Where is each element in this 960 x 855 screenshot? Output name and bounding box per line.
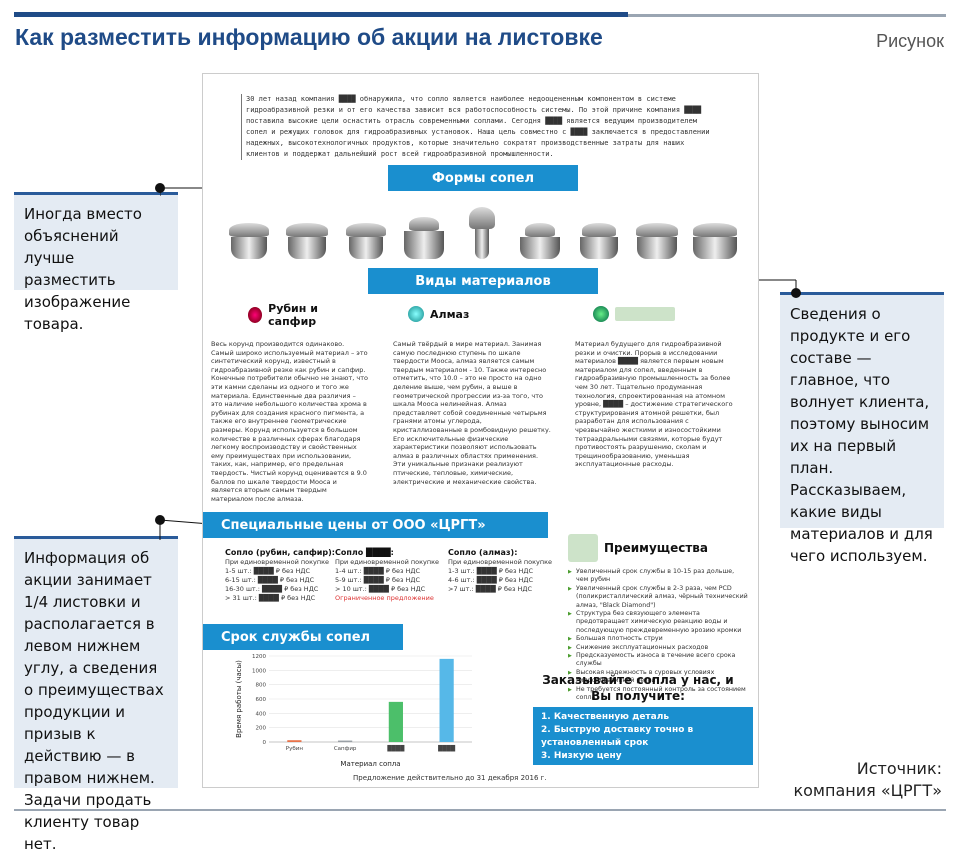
y-tick-label: 600 — [256, 697, 267, 703]
connector-dot — [155, 183, 165, 193]
y-axis-label: Время работы (часы) — [235, 660, 243, 738]
material-text: Самый твёрдый в мире материал. Занимая с… — [393, 340, 551, 486]
x-tick-label: ████ — [437, 744, 456, 752]
x-tick-label: ████ — [386, 744, 405, 752]
diamond-gem-icon — [408, 306, 424, 322]
material-heading — [593, 306, 675, 322]
bar — [388, 701, 403, 742]
bar — [439, 658, 454, 742]
list-item: Большая плотность струи — [568, 635, 748, 644]
price-block: Сопло (алмаз): При единовременной покупк… — [448, 548, 553, 593]
bar — [338, 740, 353, 742]
y-tick-label: 800 — [256, 683, 267, 689]
bottom-rule — [14, 809, 946, 811]
material-heading: Алмаз — [408, 306, 469, 322]
note-right: Сведения о продукте и его составе — глав… — [780, 292, 944, 565]
bar — [287, 740, 302, 742]
list-item: Увеличенный срок службы в 2-3 раза, чем … — [568, 585, 748, 610]
connector-dot — [791, 288, 801, 298]
list-item: Не требуется постоянный контроль за сост… — [568, 686, 748, 703]
list-item: Увеличенный срок службы в 10-15 раз доль… — [568, 568, 748, 585]
cta-box: 1. Качественную деталь 2. Быструю достав… — [533, 707, 753, 765]
note-left-bottom: Информация об акции занимает 1/4 листовк… — [14, 536, 178, 853]
cta-item: 3. Низкую цену — [541, 751, 622, 761]
advantages: Преимущества Увеличенный срок службы в 1… — [568, 534, 748, 703]
green-gem-icon — [593, 306, 609, 322]
material-text: Материал будущего для гидроабразивной ре… — [575, 340, 733, 469]
price-block: Сопло ████: При единовременной покупке 1… — [335, 548, 440, 602]
cta-item: 1. Качественную деталь — [541, 712, 670, 722]
top-rule-accent — [14, 12, 628, 17]
figure-label: Рисунок — [876, 31, 944, 51]
list-item: Структура без связующего элемента предот… — [568, 610, 748, 635]
cta-item: 2. Быструю доставку точно в установленны… — [541, 725, 694, 748]
nozzle-image — [693, 223, 737, 259]
nozzle-images — [227, 204, 737, 259]
validity-note: Предложение действительно до 31 декабря … — [353, 774, 547, 782]
y-tick-label: 1000 — [252, 668, 266, 674]
nozzle-image — [577, 223, 621, 259]
leaflet: 30 лет назад компания ████ обнаружила, ч… — [202, 73, 759, 788]
intro-text: 30 лет назад компания ████ обнаружила, ч… — [241, 94, 711, 160]
nozzle-image — [635, 223, 679, 259]
list-item: Снижение эксплуатационных расходов — [568, 644, 748, 653]
brand-logo-blurred — [568, 534, 598, 562]
cta-heading: Заказывайте сопла у нас, и Вы получите: — [542, 673, 734, 703]
nozzle-image — [402, 217, 446, 259]
material-heading: Рубин и сапфир — [248, 302, 358, 328]
brand-logo-blurred — [615, 307, 675, 321]
advantages-list: Увеличенный срок службы в 10-15 раз доль… — [568, 568, 748, 703]
banner-materials: Виды материалов — [368, 268, 598, 294]
x-tick-label: Сапфир — [334, 746, 357, 752]
price-block: Сопло (рубин, сапфир): При единовременно… — [225, 548, 335, 602]
connector-dot — [155, 515, 165, 525]
ruby-gem-icon — [248, 307, 263, 323]
nozzle-image — [285, 223, 329, 259]
nozzle-image — [460, 207, 504, 259]
source-note: Источник: компания «ЦРГТ» — [793, 759, 942, 800]
material-text: Весь корунд производится одинаково. Самы… — [211, 340, 368, 503]
banner-prices: Специальные цены от ООО «ЦРГТ» — [203, 512, 548, 538]
list-item: Предсказуемость износа в течение всего с… — [568, 652, 748, 669]
y-tick-label: 0 — [263, 740, 267, 746]
advantages-title: Преимущества — [604, 541, 708, 555]
y-tick-label: 200 — [256, 726, 267, 732]
list-item: Высокая надежность в суровых условиях ги… — [568, 669, 748, 686]
x-axis-label: Материал сопла — [340, 760, 400, 768]
y-tick-label: 400 — [256, 711, 267, 717]
note-left-top: Иногда вместо объяснений лучше разместит… — [14, 192, 178, 333]
nozzle-image — [518, 223, 562, 259]
banner-life: Срок службы сопел — [203, 624, 403, 650]
x-tick-label: Рубин — [286, 746, 304, 752]
y-tick-label: 1200 — [252, 654, 266, 660]
banner-shapes: Формы сопел — [388, 165, 578, 191]
nozzle-image — [344, 223, 388, 259]
nozzle-image — [227, 223, 271, 259]
page-title: Как разместить информацию об акции на ли… — [15, 24, 603, 50]
